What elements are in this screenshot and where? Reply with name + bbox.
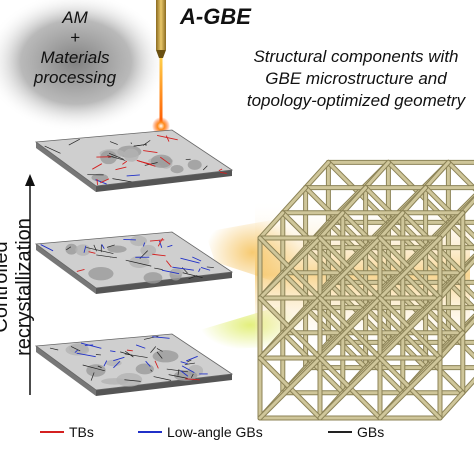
grain xyxy=(136,363,154,374)
grain xyxy=(171,165,184,173)
lattice-bar-z xyxy=(306,162,329,187)
process-label-line: + xyxy=(20,28,130,48)
nozzle xyxy=(156,0,166,50)
grain xyxy=(116,373,142,387)
component-description: Structural components with GBE microstru… xyxy=(238,46,474,112)
grain xyxy=(75,244,90,255)
legend-swatch-tbs xyxy=(40,431,64,433)
process-label-line: Materials xyxy=(20,48,130,68)
tb-line xyxy=(97,179,98,185)
grain xyxy=(88,267,113,280)
legend-swatch-gbs xyxy=(328,431,352,433)
microstructure-plates xyxy=(36,130,232,396)
lattice-bar-z xyxy=(426,162,449,187)
grain xyxy=(124,149,139,162)
lattice-bar-z xyxy=(440,393,463,418)
plate-middle xyxy=(36,232,232,294)
plate-top xyxy=(36,130,232,192)
legend-swatch-low-angle xyxy=(138,431,162,433)
process-label-line: AM xyxy=(20,8,130,28)
grain xyxy=(144,272,163,283)
grain xyxy=(171,268,184,275)
lattice-bar-z xyxy=(366,162,389,187)
grain xyxy=(153,350,179,362)
legend-item-gbs: GBs xyxy=(328,424,384,440)
grain xyxy=(188,160,202,170)
legend-item-low-angle-gbs: Low-angle GBs xyxy=(138,424,263,440)
plate-bottom xyxy=(36,334,232,396)
legend: TBs Low-angle GBs GBs xyxy=(40,424,474,444)
axis-label: Controlled recrystallization xyxy=(0,182,36,392)
legend-item-tbs: TBs xyxy=(40,424,94,440)
figure-title: A-GBE xyxy=(180,4,251,30)
process-label-line: processing xyxy=(20,68,130,88)
laser-beam xyxy=(160,58,163,124)
